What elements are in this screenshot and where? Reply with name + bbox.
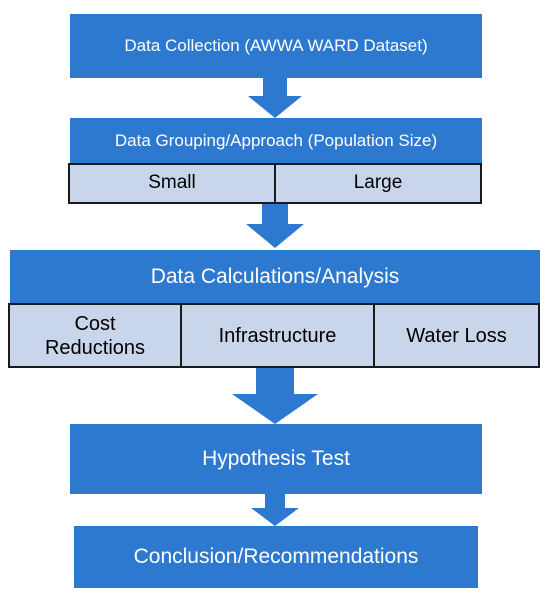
arrow-down-4 bbox=[251, 494, 299, 526]
group-large-label: Large bbox=[353, 172, 403, 194]
group-large-cell: Large bbox=[274, 163, 482, 204]
analysis-water-loss-cell: Water Loss bbox=[373, 303, 540, 368]
arrow-down-2 bbox=[246, 204, 304, 248]
arrow-down-3 bbox=[232, 368, 318, 424]
analysis-infrastructure-label: Infrastructure bbox=[218, 324, 337, 347]
data-calculations-label: Data Calculations/Analysis bbox=[150, 265, 400, 288]
data-calculations-box: Data Calculations/Analysis bbox=[10, 250, 540, 304]
conclusion-label: Conclusion/Recommendations bbox=[133, 545, 419, 568]
data-collection-box: Data Collection (AWWA WARD Dataset) bbox=[70, 14, 482, 78]
hypothesis-test-box: Hypothesis Test bbox=[70, 424, 482, 494]
conclusion-box: Conclusion/Recommendations bbox=[74, 526, 478, 588]
arrow-down-1 bbox=[248, 78, 302, 118]
analysis-cost-cell: Cost Reductions bbox=[8, 303, 182, 368]
analysis-infrastructure-cell: Infrastructure bbox=[180, 303, 375, 368]
arrow-down-4-icon bbox=[251, 494, 299, 526]
group-small-label: Small bbox=[148, 172, 196, 194]
group-small-cell: Small bbox=[68, 163, 276, 204]
hypothesis-test-label: Hypothesis Test bbox=[202, 447, 350, 470]
arrow-down-2-icon bbox=[246, 204, 304, 248]
arrow-down-1-icon bbox=[248, 78, 302, 118]
data-grouping-box: Data Grouping/Approach (Population Size) bbox=[70, 118, 482, 163]
analysis-cost-label: Cost Reductions bbox=[44, 312, 146, 359]
analysis-water-loss-label: Water Loss bbox=[406, 324, 507, 347]
data-grouping-label: Data Grouping/Approach (Population Size) bbox=[114, 130, 438, 150]
arrow-down-3-icon bbox=[232, 368, 318, 424]
data-collection-label: Data Collection (AWWA WARD Dataset) bbox=[124, 36, 428, 55]
